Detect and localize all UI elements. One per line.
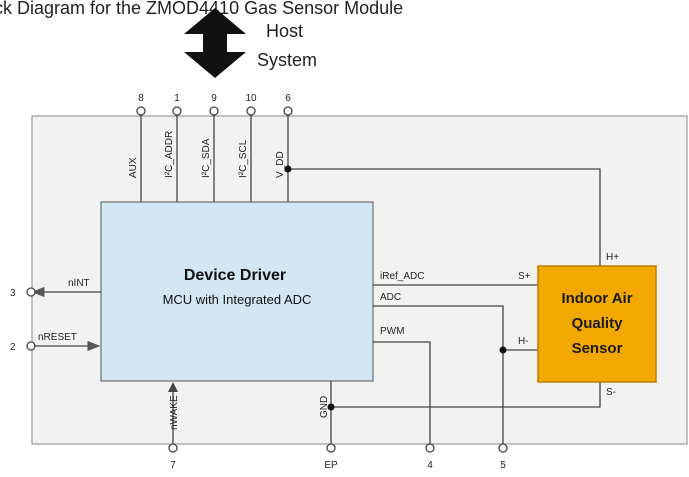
adc-line: [373, 305, 504, 444]
host-label-line2: System: [257, 50, 317, 70]
pin-4-terminal: [425, 443, 435, 453]
pin-number: 2: [10, 342, 16, 353]
device-driver-block: [100, 201, 374, 382]
h-minus-label: H-: [518, 336, 529, 347]
pin-signal-label: nINT: [68, 278, 90, 289]
pin-number: 7: [170, 460, 176, 471]
sensor-label-line3: Sensor: [572, 340, 623, 357]
device-driver-subtitle: MCU with Integrated ADC: [163, 292, 312, 307]
host-label-line1: Host: [266, 21, 303, 41]
pin-7-terminal: [168, 443, 178, 453]
s-minus-label: S-: [606, 387, 616, 398]
pin-number: 3: [10, 288, 16, 299]
sensor-label-line1: Indoor Air: [561, 290, 632, 307]
s-minus-line: [331, 382, 601, 408]
pin-5-terminal: [498, 443, 508, 453]
pin-number: 9: [211, 93, 217, 104]
caption-fragment: ck Diagram for the ZMOD4410 Gas Sensor M…: [0, 0, 403, 18]
iref-adc-label: iRef_ADC: [380, 271, 424, 282]
pin-signal-label: I²C_ADDR: [164, 131, 175, 178]
top-pins: [140, 111, 289, 202]
pin-signal-label: V_DD: [275, 151, 286, 178]
pin-signal-label: nRESET: [38, 332, 77, 343]
pin-number: 8: [138, 93, 144, 104]
sensor-block: [537, 265, 657, 383]
pin-number: 10: [245, 93, 257, 104]
gnd-junction: [327, 403, 335, 411]
pin-ep-terminal: [326, 443, 336, 453]
gnd-label: GND: [319, 396, 330, 418]
sensor-label-line2: Quality: [572, 315, 624, 332]
pin-8-terminal: [136, 106, 146, 116]
pin-number: 4: [427, 460, 433, 471]
pin-10-terminal: [246, 106, 256, 116]
h-minus-junction: [499, 346, 507, 354]
pin-signal-label: I²C_SDA: [201, 138, 212, 178]
pin-9-terminal: [209, 106, 219, 116]
pin-number: 1: [174, 93, 180, 104]
pin-number: 6: [285, 93, 291, 104]
pin-number: 5: [500, 460, 506, 471]
device-driver-title: Device Driver: [184, 267, 286, 284]
pin-signal-label: I²C_SCL: [238, 139, 249, 178]
pin-signal-label: AUX: [128, 157, 139, 178]
pin-6-terminal: [283, 106, 293, 116]
adc-label: ADC: [380, 292, 401, 303]
vdd-to-sensor-line: [288, 168, 601, 266]
vdd-junction: [284, 165, 292, 173]
pin-number: EP: [324, 460, 338, 471]
pin-1-terminal: [172, 106, 182, 116]
nwake-arrow-icon: [168, 382, 178, 392]
pwm-label: PWM: [380, 326, 404, 337]
host-arrow-icon: [184, 8, 246, 78]
h-plus-label: H+: [606, 252, 619, 263]
nwake-label: nWAKE: [169, 395, 180, 430]
pin-2-terminal: [26, 341, 36, 351]
pin-3-terminal: [26, 287, 36, 297]
pwm-line: [373, 341, 431, 444]
s-plus-label: S+: [518, 271, 531, 282]
